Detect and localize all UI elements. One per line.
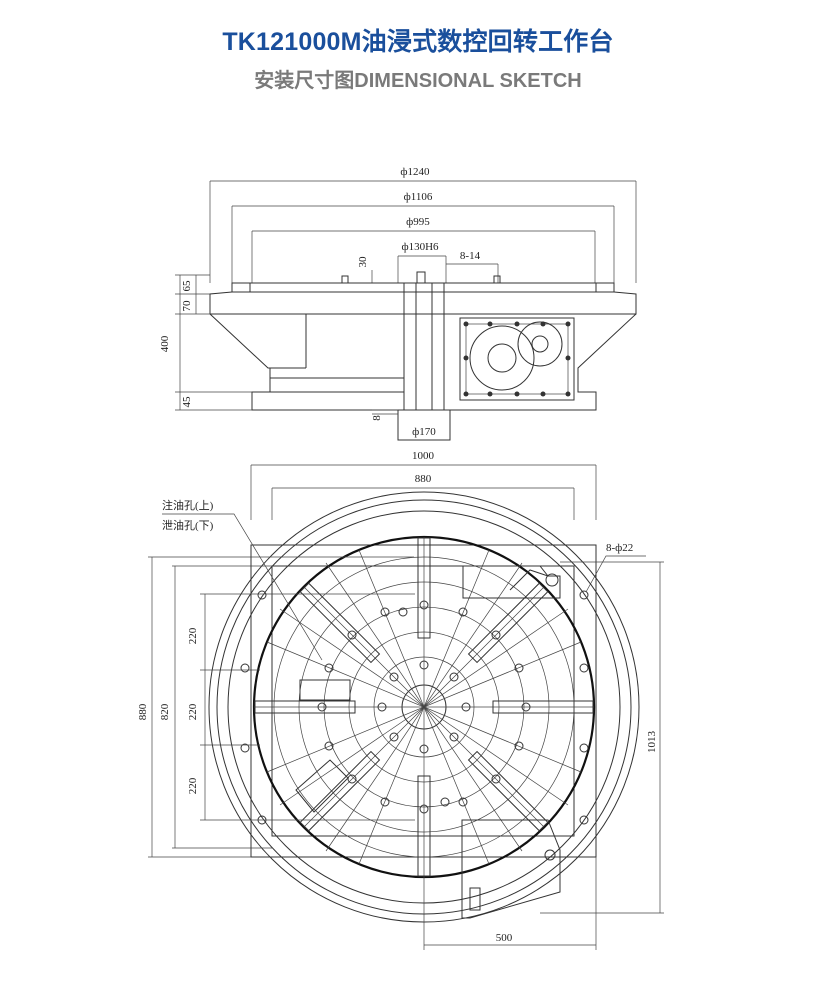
dim-d130: ф130H6 bbox=[401, 241, 439, 253]
dim-p3: 220 bbox=[187, 777, 199, 794]
page-title: TK121000M油浸式数控回转工作台 bbox=[222, 28, 614, 56]
dim-h8: 8 bbox=[371, 415, 383, 421]
dim-p1: 220 bbox=[187, 627, 199, 644]
dim-w880: 880 bbox=[415, 473, 432, 485]
t-slots bbox=[254, 537, 594, 877]
base-holes bbox=[240, 590, 589, 825]
dim-h820: 820 bbox=[159, 703, 171, 720]
dim-d1240: ф1240 bbox=[400, 166, 430, 178]
table-holes bbox=[317, 600, 531, 814]
dim-d995: ф995 bbox=[406, 216, 430, 228]
drive-bolts bbox=[463, 321, 571, 397]
page-subtitle: 安装尺寸图DIMENSIONAL SKETCH bbox=[254, 70, 582, 92]
dim-h65: 65 bbox=[181, 280, 193, 292]
dim-h400: 400 bbox=[159, 335, 171, 352]
dim-d170: ф170 bbox=[412, 426, 436, 438]
dim-h880: 880 bbox=[137, 703, 149, 720]
label-oil-in: 注油孔(上) bbox=[162, 498, 214, 512]
front-view: ф1240 ф1106 ф995 ф130H6 8-14 30 bbox=[159, 166, 637, 441]
label-oil-out: 泄油孔(下) bbox=[162, 518, 214, 532]
dim-h30: 30 bbox=[357, 256, 369, 268]
dim-slot: 8-14 bbox=[460, 250, 481, 262]
top-view: 1000 880 bbox=[137, 450, 664, 950]
dim-w1000: 1000 bbox=[412, 450, 435, 462]
dim-p2: 220 bbox=[187, 703, 199, 720]
label-base-holes: 8-ф22 bbox=[606, 542, 633, 554]
dim-h1013: 1013 bbox=[646, 731, 658, 754]
dim-h45: 45 bbox=[181, 396, 193, 408]
dim-w500: 500 bbox=[496, 932, 513, 944]
radial-lines bbox=[254, 537, 594, 877]
dim-d1106: ф1106 bbox=[404, 191, 433, 203]
dim-h70: 70 bbox=[181, 300, 193, 312]
